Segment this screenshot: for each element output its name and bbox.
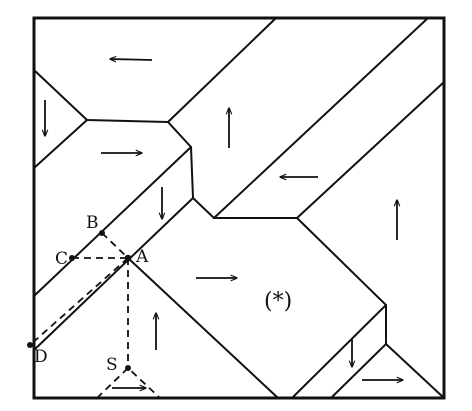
construction-lines [29, 232, 161, 399]
crease-left-corner-lower [33, 119, 88, 169]
crease-long-diagonal-lower [33, 197, 194, 351]
point-C [69, 255, 75, 261]
crease-top-right-diagonal [213, 17, 429, 219]
crease-hexagon-right [213, 81, 445, 219]
label-C: C [55, 249, 68, 269]
crease-hexagon-star-right [296, 217, 387, 345]
label-B: B [86, 213, 99, 233]
labelled-points [27, 230, 132, 371]
crease-bottom-right-corner [385, 343, 445, 399]
direction-arrows [45, 59, 403, 388]
crease-hexagon-upper-left [33, 69, 215, 219]
label-S: S [106, 355, 118, 375]
label-A: A [135, 247, 149, 267]
label-D: D [34, 347, 48, 367]
dashed-triangle-below-S [96, 366, 161, 399]
crease-lower-right-diagonal-b [330, 343, 387, 399]
point-S [125, 365, 131, 371]
crease-top-left-diagonal [167, 17, 277, 123]
outer-frame [32, 16, 446, 400]
crease-from-A-to-bottom [127, 257, 279, 399]
dashed-B-to-A [101, 232, 129, 259]
crease-long-diagonal-upper [33, 146, 192, 297]
label-star-region: (*) [264, 289, 292, 314]
region-boundaries [33, 17, 445, 399]
point-D [27, 342, 33, 348]
dashed-A-to-D [29, 257, 129, 346]
point-B [99, 230, 105, 236]
arrow-left-top [110, 59, 153, 60]
point-A [124, 254, 132, 262]
crease-lower-right-diagonal-a [291, 304, 387, 399]
